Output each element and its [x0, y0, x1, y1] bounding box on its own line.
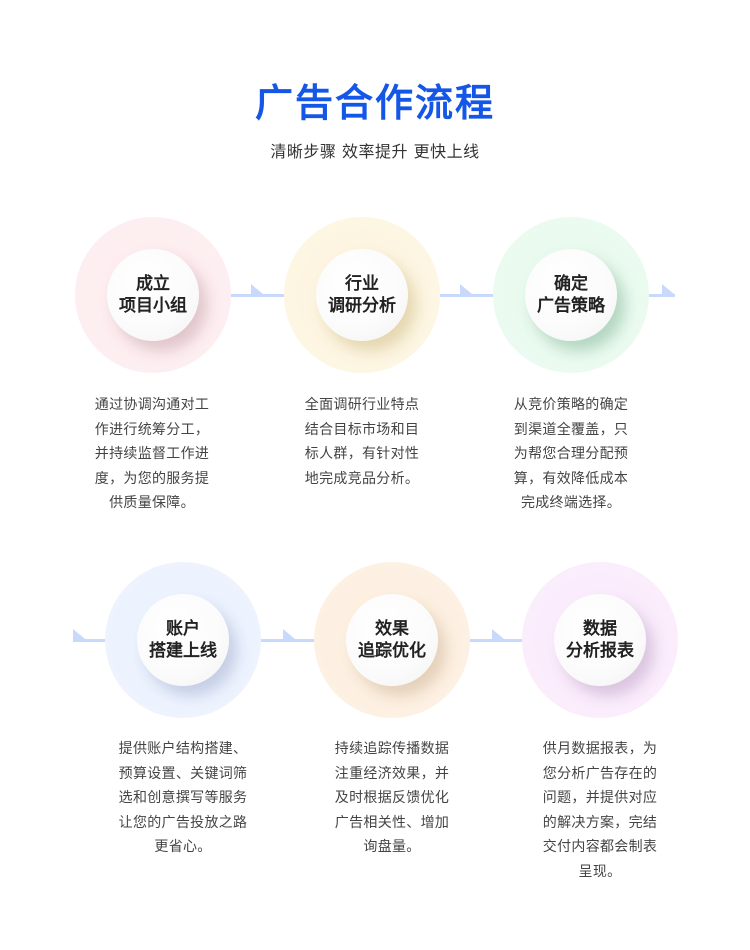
connector-arrow — [440, 284, 493, 297]
desc-line: 交付内容都会制表 — [542, 839, 658, 855]
step-badge-4: 账户 搭建上线 — [137, 594, 229, 686]
step-title-line1: 确定 — [554, 274, 588, 294]
connector-line — [73, 639, 105, 642]
connector-arrow — [649, 284, 675, 297]
step-description-6: 供月数据报表，为 您分析广告存在的 问题，并提供对应 的解决方案，完结 交付内容… — [525, 737, 675, 884]
desc-line: 全面调研行业特点 — [304, 397, 420, 413]
connector-arrow — [73, 629, 105, 642]
step-description-4: 提供账户结构搭建、 预算设置、关键词筛 选和创意撰写等服务 让您的广告投放之路 … — [103, 737, 263, 860]
step-ring-5: 效果 追踪优化 — [314, 562, 470, 718]
step-title-line1: 账户 — [166, 619, 200, 639]
step-ring-4: 账户 搭建上线 — [105, 562, 261, 718]
arrow-flag-icon — [662, 284, 674, 294]
step-ring-1: 成立 项目小组 — [75, 217, 231, 373]
arrow-flag-icon — [251, 284, 263, 294]
step-description-1: 通过协调沟通对工 作进行统筹分工， 并持续监督工作进 度，为您的服务提 供质量保… — [77, 393, 227, 516]
step-ring-2: 行业 调研分析 — [284, 217, 440, 373]
page-subtitle: 清晰步骤 效率提升 更快上线 — [270, 142, 480, 161]
desc-line: 更省心。 — [154, 839, 212, 855]
step-title-line2: 广告策略 — [537, 296, 605, 316]
desc-line: 询盘量。 — [363, 839, 421, 855]
step-title-line1: 行业 — [345, 274, 379, 294]
step-ring-6: 数据 分析报表 — [522, 562, 678, 718]
connector-line — [261, 639, 314, 642]
step-description-3: 从竞价策略的确定 到渠道全覆盖，只 为帮您合理分配预 算，有效降低成本 完成终端… — [496, 393, 646, 516]
arrow-flag-icon — [283, 629, 295, 639]
connector-line — [649, 294, 675, 297]
desc-line: 作进行统筹分工， — [94, 421, 210, 438]
desc-line: 让您的广告投放之路 — [118, 814, 248, 831]
desc-line: 持续追踪传播数据 — [334, 741, 450, 757]
desc-line: 通过协调沟通对工 — [94, 397, 210, 413]
step-badge-6: 数据 分析报表 — [554, 594, 646, 686]
arrow-flag-icon — [73, 629, 85, 639]
desc-line: 预算设置、关键词筛 — [118, 765, 248, 782]
desc-line: 为帮您合理分配预 — [513, 446, 629, 462]
desc-line: 您分析广告存在的 — [542, 765, 658, 782]
step-badge-5: 效果 追踪优化 — [346, 594, 438, 686]
desc-line: 度，为您的服务提 — [94, 470, 210, 487]
desc-line: 选和创意撰写等服务 — [118, 790, 248, 806]
desc-line: 注重经济效果，并 — [334, 765, 450, 782]
step-title-line1: 数据 — [583, 619, 617, 639]
desc-line: 供月数据报表，为 — [542, 741, 658, 757]
connector-arrow — [470, 629, 522, 642]
arrow-flag-icon — [460, 284, 472, 294]
step-badge-3: 确定 广告策略 — [525, 249, 617, 341]
desc-line: 及时根据反馈优化 — [334, 790, 450, 806]
connector-arrow — [261, 629, 314, 642]
desc-line: 并持续监督工作进 — [94, 446, 210, 462]
step-badge-2: 行业 调研分析 — [316, 249, 408, 341]
desc-line: 结合目标市场和目 — [304, 421, 420, 438]
desc-line: 问题，并提供对应 — [542, 790, 658, 806]
connector-arrow — [231, 284, 286, 297]
desc-line: 供质量保障。 — [109, 495, 195, 511]
connector-line — [231, 294, 286, 297]
page-title: 广告合作流程 — [254, 81, 495, 125]
desc-line: 提供账户结构搭建、 — [118, 741, 248, 757]
desc-line: 呈现。 — [578, 863, 622, 880]
desc-line: 从竞价策略的确定 — [513, 397, 629, 413]
desc-line: 的解决方案，完结 — [542, 814, 658, 831]
desc-line: 广告相关性、增加 — [334, 814, 450, 831]
step-title-line2: 追踪优化 — [358, 641, 426, 661]
step-badge-1: 成立 项目小组 — [107, 249, 199, 341]
step-title-line2: 项目小组 — [119, 296, 187, 316]
desc-line: 完成终端选择。 — [520, 495, 622, 511]
desc-line: 算，有效降低成本 — [513, 470, 629, 487]
step-title-line1: 效果 — [375, 619, 409, 639]
connector-line — [470, 639, 522, 642]
step-title-line1: 成立 — [136, 274, 170, 294]
step-description-2: 全面调研行业特点 结合目标市场和目 标人群，有针对性 地完成竞品分析。 — [287, 393, 437, 491]
step-ring-3: 确定 广告策略 — [493, 217, 649, 373]
step-description-5: 持续追踪传播数据 注重经济效果，并 及时根据反馈优化 广告相关性、增加 询盘量。 — [317, 737, 467, 860]
step-title-line2: 调研分析 — [328, 296, 396, 316]
desc-line: 地完成竞品分析。 — [304, 470, 420, 487]
step-title-line2: 搭建上线 — [149, 641, 217, 661]
arrow-flag-icon — [492, 629, 504, 639]
desc-line: 标人群，有针对性 — [304, 446, 420, 462]
step-title-line2: 分析报表 — [566, 641, 634, 661]
connector-line — [440, 294, 493, 297]
desc-line: 到渠道全覆盖，只 — [513, 421, 629, 438]
